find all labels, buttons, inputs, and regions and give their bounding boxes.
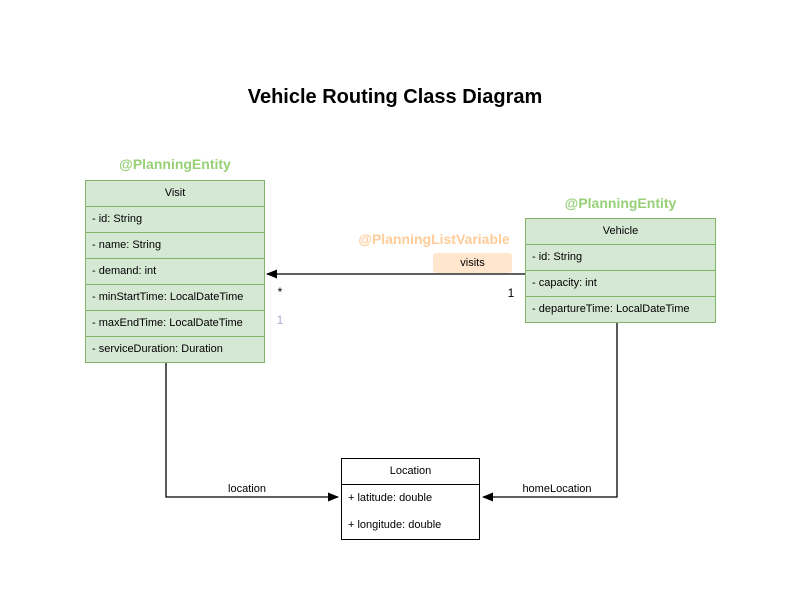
class-vehicle[interactable]: Vehicle - id: String - capacity: int - d… (525, 218, 716, 323)
vehicle-planning-entity-annotation: @PlanningEntity (564, 195, 677, 211)
visits-edge-label[interactable]: visits (433, 253, 512, 273)
class-location-attr-longitude: + longitude: double (348, 519, 442, 531)
class-location[interactable]: Location + latitude: double + longitude:… (341, 458, 480, 540)
diagram-title: Vehicle Routing Class Diagram (247, 86, 543, 108)
visits-multiplicity-star: * (277, 285, 283, 299)
class-location-attr-latitude: + latitude: double (342, 484, 479, 512)
home-location-edge-label[interactable]: homeLocation (522, 483, 592, 495)
class-vehicle-attr-id: - id: String (526, 244, 715, 270)
class-vehicle-attr-departuretime: - departureTime: LocalDateTime (526, 296, 715, 322)
class-location-name: Location (389, 465, 432, 477)
class-visit-attr-id: - id: String (86, 206, 264, 232)
class-vehicle-name: Vehicle (602, 225, 639, 237)
visits-extra-label: 1 (276, 313, 284, 327)
class-visit-name: Visit (164, 187, 186, 199)
class-visit-attr-minstarttime: - minStartTime: LocalDateTime (86, 284, 264, 310)
planning-list-variable-annotation: @PlanningListVariable (358, 231, 510, 247)
class-visit-attr-serviceduration: - serviceDuration: Duration (86, 336, 264, 362)
class-vehicle-attr-capacity: - capacity: int (526, 270, 715, 296)
class-visit-attr-maxendtime: - maxEndTime: LocalDateTime (86, 310, 264, 336)
class-visit[interactable]: Visit - id: String - name: String - dema… (85, 180, 265, 363)
location-edge-label[interactable]: location (228, 483, 266, 495)
class-visit-attr-name: - name: String (86, 232, 264, 258)
visits-multiplicity-one: 1 (507, 286, 515, 300)
visit-planning-entity-annotation: @PlanningEntity (119, 156, 231, 172)
location-connector[interactable] (165, 362, 339, 502)
class-visit-attr-demand: - demand: int (86, 258, 264, 284)
home-location-connector[interactable] (482, 322, 618, 502)
